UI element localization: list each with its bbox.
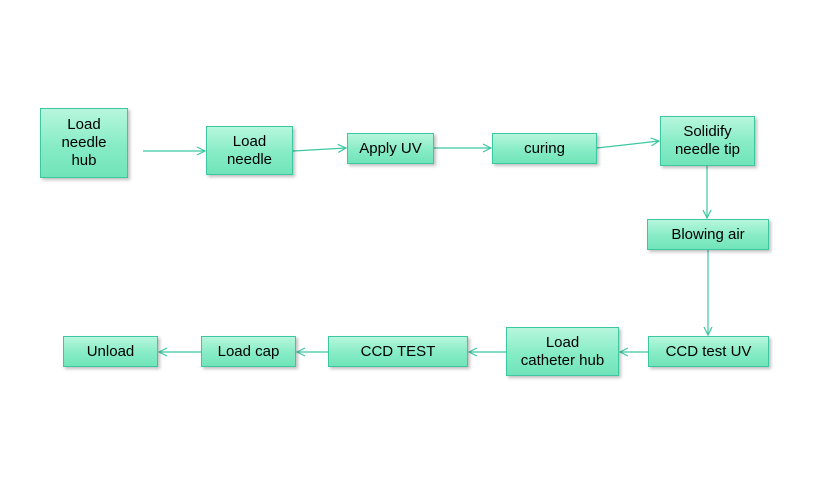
arrow-curing-to-solidify — [596, 141, 659, 149]
node-unload: Unload — [63, 336, 158, 367]
node-solidify-needle-tip: Solidify needle tip — [660, 116, 755, 166]
node-load-needle-hub: Load needle hub — [40, 108, 128, 178]
node-load-catheter-hub: Load catheter hub — [506, 327, 619, 376]
node-ccd-test-uv: CCD test UV — [648, 336, 769, 367]
node-blowing-air: Blowing air — [647, 219, 769, 250]
node-load-needle: Load needle — [206, 126, 293, 175]
node-ccd-test: CCD TEST — [328, 336, 468, 367]
arrow-load-needle-to-apply-uv — [292, 148, 346, 151]
node-curing: curing — [492, 133, 597, 164]
node-load-cap: Load cap — [201, 336, 296, 367]
node-apply-uv: Apply UV — [347, 133, 434, 164]
